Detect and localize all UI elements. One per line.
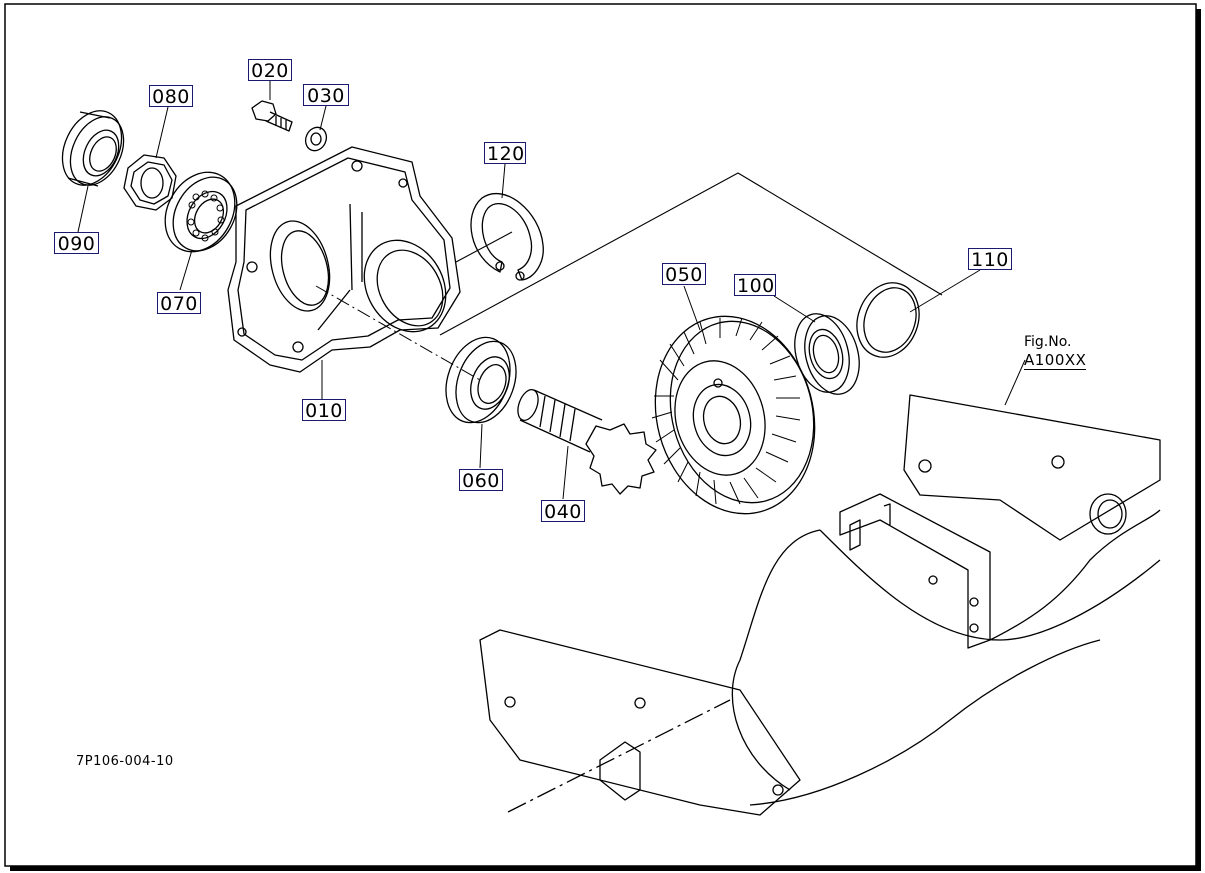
bearing-060-part — [445, 336, 517, 424]
callout-110[interactable]: 110 — [968, 248, 1012, 271]
callout-070[interactable]: 070 — [157, 292, 201, 315]
callout-120[interactable]: 120 — [484, 142, 526, 165]
callout-060[interactable]: 060 — [459, 469, 503, 492]
washer-part — [304, 126, 328, 152]
callout-010[interactable]: 010 — [302, 399, 346, 422]
circlip-part — [470, 192, 544, 281]
leader-lines — [77, 81, 1026, 500]
callout-080[interactable]: 080 — [149, 85, 193, 108]
axle-housing-part — [479, 394, 1161, 816]
callout-030[interactable]: 030 — [303, 84, 349, 107]
bearing-100-part — [794, 313, 860, 395]
oil-seal-part — [61, 110, 125, 187]
bolt-part — [251, 100, 293, 132]
shim-ring-part — [856, 282, 920, 358]
ring-gear-part — [651, 315, 816, 515]
callout-090[interactable]: 090 — [54, 232, 99, 255]
figure-reference[interactable]: Fig.No. A100XX — [1024, 333, 1087, 370]
callout-040[interactable]: 040 — [541, 500, 585, 523]
nut-part — [123, 154, 177, 211]
frame-border — [4, 3, 1197, 867]
bearing-part — [164, 171, 238, 253]
callout-050[interactable]: 050 — [662, 263, 706, 286]
callout-020[interactable]: 020 — [248, 59, 292, 82]
pinion-shaft-part — [517, 389, 657, 495]
figure-reference-code: A100XX — [1024, 351, 1087, 370]
callout-100[interactable]: 100 — [734, 274, 776, 297]
figure-reference-label: Fig.No. — [1024, 334, 1072, 350]
housing-part — [227, 146, 461, 373]
document-id: 7P106-004-10 — [76, 754, 174, 769]
